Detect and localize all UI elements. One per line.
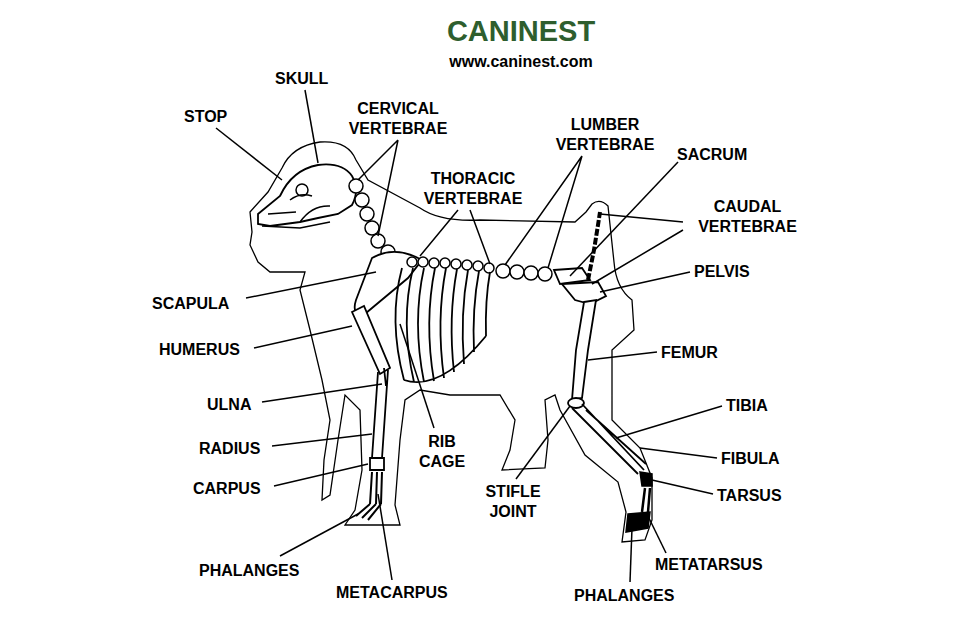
rib-cage [395,268,490,382]
part-label: TARSUS [717,486,782,506]
leader-line [262,384,382,402]
part-label: TIBIA [726,396,768,416]
metatarsus [642,488,650,512]
vertebra [440,258,450,268]
part-label: STIFLE JOINT [470,482,556,522]
fore-phalanges [356,504,381,520]
vertebra [510,265,524,279]
thoracic-vertebrae [407,257,494,273]
website-url: www.caninest.com [371,52,671,72]
vertebra [524,266,538,280]
part-label: CAUDAL VERTEBRAE [685,197,810,237]
eye-socket [296,184,308,196]
leader-line [505,156,582,268]
vertebra [355,193,369,207]
skull-detail [262,195,330,228]
site-title: CANINEST [371,14,671,48]
leader-line [378,494,392,580]
part-label: SKULL [275,69,328,89]
part-label: HUMERUS [159,340,240,360]
pelvis [562,282,606,304]
part-label: PELVIS [694,262,750,282]
vertebra [462,260,472,270]
leader-line [588,352,657,360]
part-label: THORACIC VERTEBRAE [408,169,538,209]
dog-outline [250,142,652,542]
part-label: STOP [184,107,227,127]
tibia-fibula [572,404,646,474]
leader-line [570,162,678,276]
vertebra [371,234,385,248]
part-label: FIBULA [721,449,780,469]
part-label: ULNA [207,395,251,415]
leader-line [280,514,358,556]
sacrum [554,268,590,284]
leader-line [652,480,713,494]
part-label: LUMBER VERTEBRAE [545,115,665,155]
leader-line [400,324,434,428]
vertebra [429,258,439,268]
vertebra [484,263,494,273]
leader-line [274,464,368,486]
vertebra [451,259,461,269]
vertebra [349,179,363,193]
leader-line [272,434,372,446]
leader-line [254,326,352,348]
vertebra [407,257,417,267]
leader-line [640,448,717,458]
leader-line [592,214,683,284]
humerus [352,306,390,374]
leader-line [246,272,376,298]
part-label: METATARSUS [655,555,763,575]
part-label: CARPUS [193,479,261,499]
hind-phalanges [626,512,650,532]
leader-line [420,210,490,264]
leader-line [616,406,722,438]
vertebra [496,264,510,278]
leader-line [358,140,398,236]
leader-line [305,90,318,163]
part-label: CERVICAL VERTEBRAE [338,99,458,139]
part-label: PHALANGES [199,561,299,581]
vertebra [418,257,428,267]
vertebra [360,207,374,221]
part-label: METACARPUS [336,583,448,603]
leader-line [646,512,666,553]
vertebra [473,261,483,271]
lumbar-vertebrae [496,264,552,281]
part-label: PHALANGES [574,586,674,606]
tarsus [640,472,652,486]
part-label: SCAPULA [152,294,229,314]
leader-line [630,528,632,582]
part-label: SACRUM [677,145,747,165]
leader-line [516,406,570,479]
leader-lines [216,90,722,582]
vertebra [365,221,379,235]
part-label: RIB CAGE [412,432,472,472]
carpus [370,458,384,470]
metacarpus [370,472,382,504]
part-label: FEMUR [661,343,718,363]
leader-line [600,272,690,292]
vertebra [538,267,552,281]
part-label: RADIUS [199,439,260,459]
radius-ulna [372,368,388,458]
leader-line [216,128,282,180]
femur [572,300,596,400]
